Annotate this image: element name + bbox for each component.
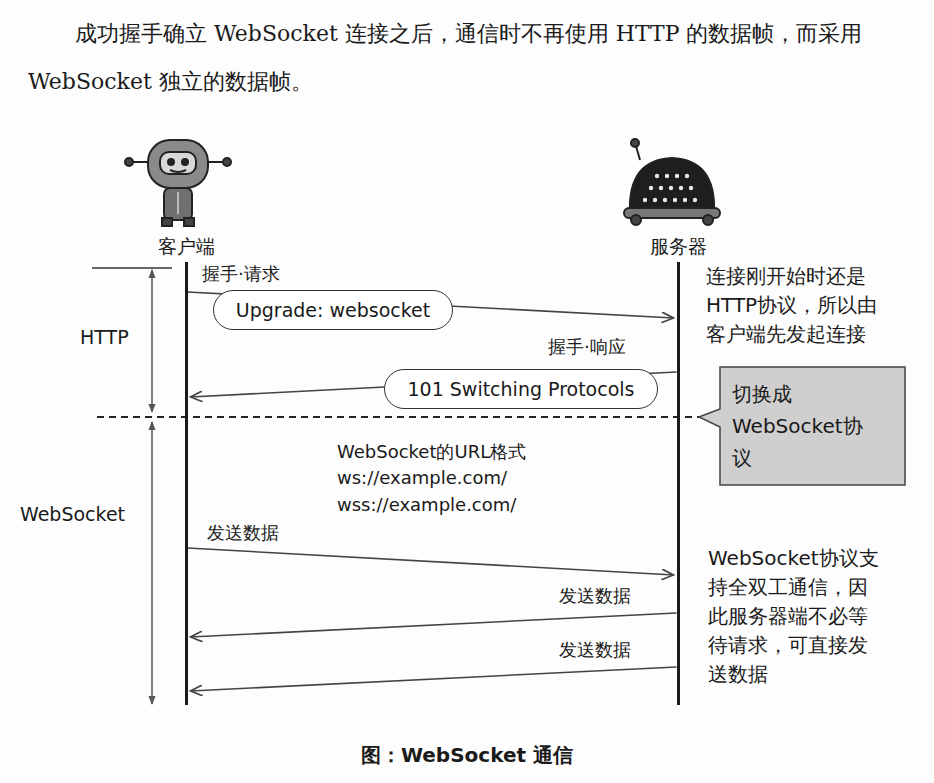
callout-outline [699, 367, 905, 485]
dome-dot [685, 174, 689, 178]
side-note: WebSocket协议支持全双工通信，因此服务器端不必等待请求，可直接发送数据 [708, 544, 884, 689]
dome-dot [643, 198, 647, 202]
websocket-span-arrow [151, 422, 153, 704]
url-example: ws://example.com/ [337, 467, 507, 488]
dome-dot [653, 198, 657, 202]
dome-dot [689, 186, 693, 190]
handshake-response-box: 101 Switching Protocols [384, 369, 657, 409]
dome-dot [663, 198, 667, 202]
dome-dot [693, 198, 697, 202]
bracket-tick [92, 267, 172, 269]
server-dome-dots [643, 174, 697, 202]
dome-dot [665, 174, 669, 178]
dome-dot [669, 186, 673, 190]
dome-dot [675, 174, 679, 178]
server-lifeline: 服务器 [677, 262, 680, 705]
arrow-label: 发送数据 [557, 638, 633, 662]
message-arrow [191, 667, 677, 691]
arrow-label: 发送数据 [205, 521, 281, 545]
callout-text: 切换成 WebSocket协议 [732, 378, 882, 474]
figure-caption: 图：WebSocket 通信 [0, 742, 934, 769]
intro-paragraph: 成功握手确立 WebSocket 连接之后，通信时不再使用 HTTP 的数据帧，… [28, 10, 913, 106]
actor-name: 服务器 [648, 234, 709, 260]
message-arrow [188, 548, 674, 575]
server-bug-icon [624, 139, 720, 225]
url-example: wss://example.com/ [337, 494, 516, 515]
actor-name: 客户端 [156, 234, 217, 260]
phase-label: WebSocket [20, 503, 125, 525]
message-text: 101 Switching Protocols [407, 377, 634, 401]
arrow-label: 发送数据 [557, 584, 633, 608]
phase-label: HTTP [80, 326, 129, 348]
client-robot-icon [125, 140, 231, 226]
arrow-label: 握手·请求 [200, 262, 282, 286]
arrow-label: 握手·响应 [546, 335, 628, 359]
side-note: 连接刚开始时还是HTTP协议，所以由客户端先发起连接 [706, 262, 882, 349]
dome-dot [655, 174, 659, 178]
switch-callout: 切换成 WebSocket协议 [698, 366, 906, 486]
dome-dot [683, 198, 687, 202]
protocol-switch-dashed-line [97, 416, 722, 418]
client-lifeline: 客户端 [185, 262, 188, 705]
http-span-arrow [151, 270, 153, 412]
message-text: Upgrade: websocket [236, 298, 430, 322]
dome-dot [679, 186, 683, 190]
url-format-heading: WebSocket的URL格式 [337, 440, 526, 464]
dome-dot [659, 186, 663, 190]
handshake-request-box: Upgrade: websocket [213, 290, 453, 330]
message-arrow [191, 613, 677, 637]
dome-dot [673, 198, 677, 202]
dome-dot [649, 186, 653, 190]
